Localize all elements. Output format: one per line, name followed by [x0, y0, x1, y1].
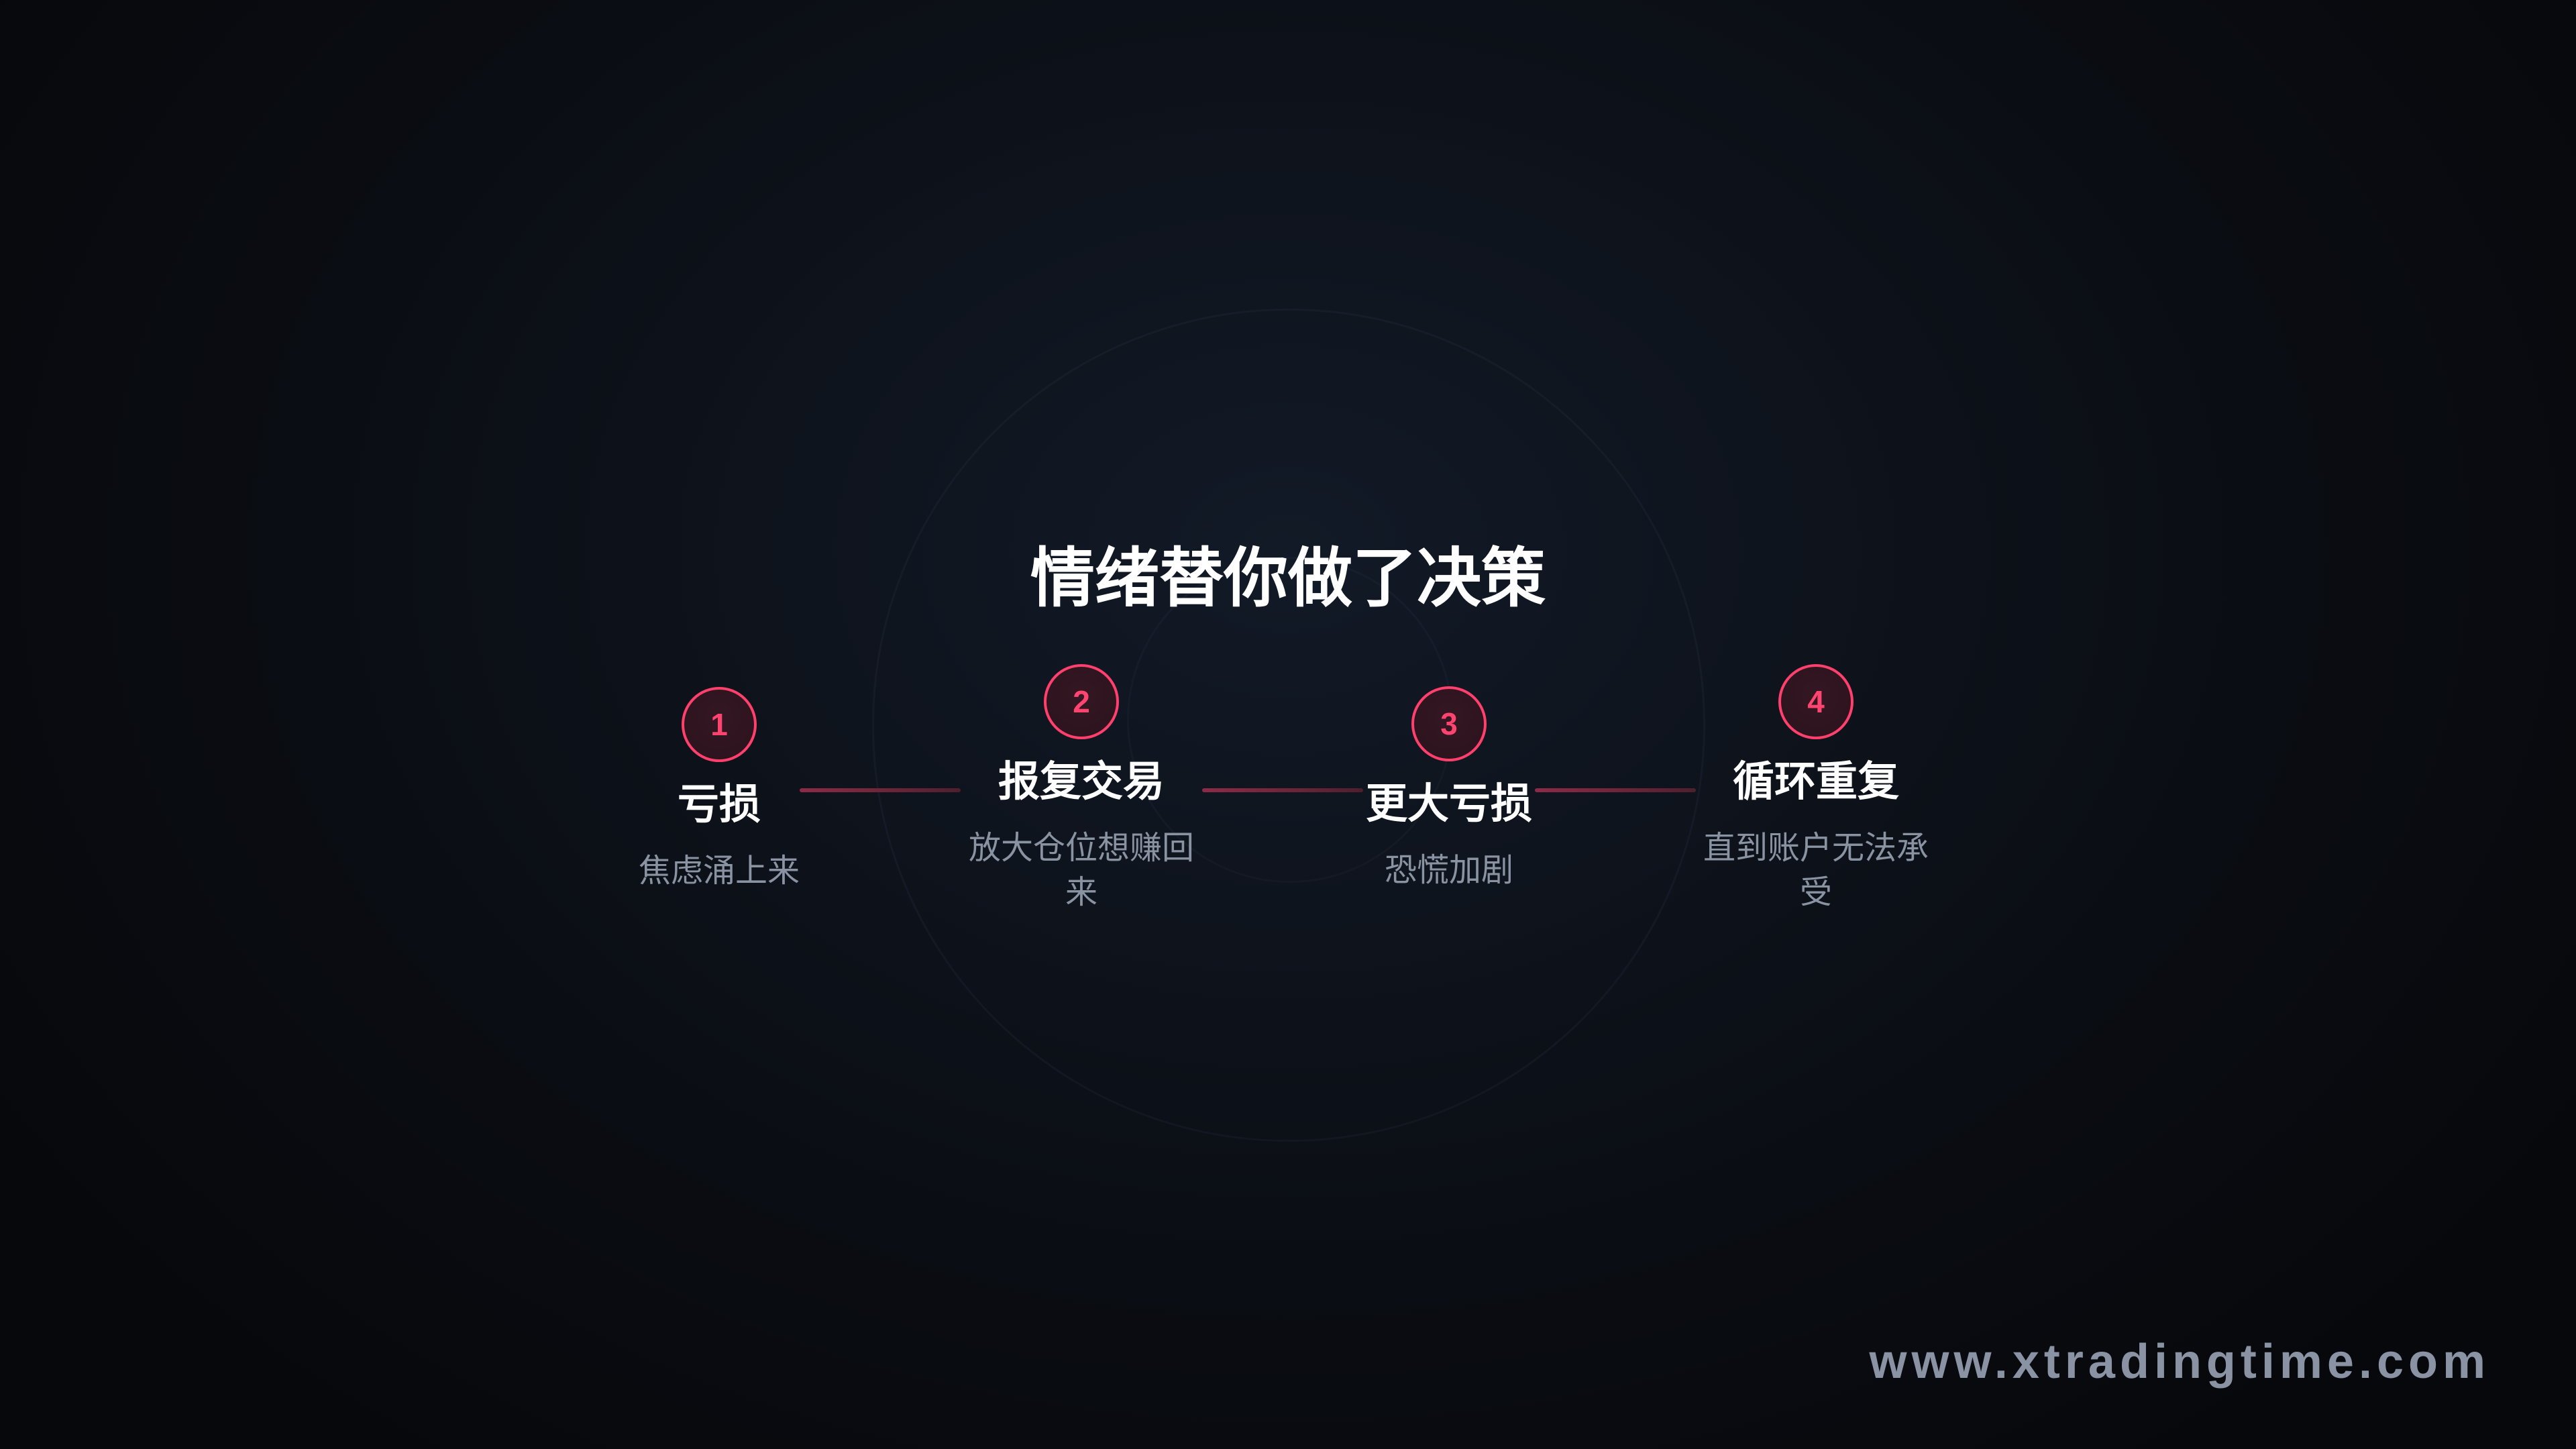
step-description: 恐慌加剧 [1384, 851, 1513, 889]
page-title: 情绪替你做了决策 [1030, 541, 1546, 616]
step-description: 放大仓位想赚回来 [968, 829, 1194, 911]
step-number: 3 [1440, 706, 1458, 741]
step-1: 1 亏损 焦虑涌上来 [572, 687, 867, 893]
website-watermark: www.xtradingtime.com [1869, 1335, 2490, 1389]
step-title: 循环重复 [1732, 757, 1899, 806]
step-number-badge: 4 [1778, 664, 1854, 739]
connector-line-2-3 [1202, 788, 1363, 792]
step-title: 亏损 [677, 780, 761, 828]
step-title: 报复交易 [998, 757, 1165, 806]
step-number-badge: 1 [682, 687, 757, 762]
step-title: 更大亏损 [1365, 779, 1532, 828]
step-number: 4 [1807, 684, 1825, 719]
step-description: 直到账户无法承受 [1703, 829, 1929, 911]
step-description: 焦虑涌上来 [638, 852, 800, 890]
step-2: 2 报复交易 放大仓位想赚回来 [934, 664, 1229, 914]
step-number-badge: 2 [1044, 664, 1119, 739]
step-number-badge: 3 [1411, 686, 1487, 761]
step-3: 3 更大亏损 恐慌加剧 [1301, 686, 1597, 892]
connector-line-3-4 [1535, 788, 1696, 792]
step-number: 2 [1073, 684, 1090, 719]
step-4: 4 循环重复 直到账户无法承受 [1668, 664, 1964, 914]
step-number: 1 [710, 707, 728, 742]
connector-line-1-2 [800, 788, 961, 792]
